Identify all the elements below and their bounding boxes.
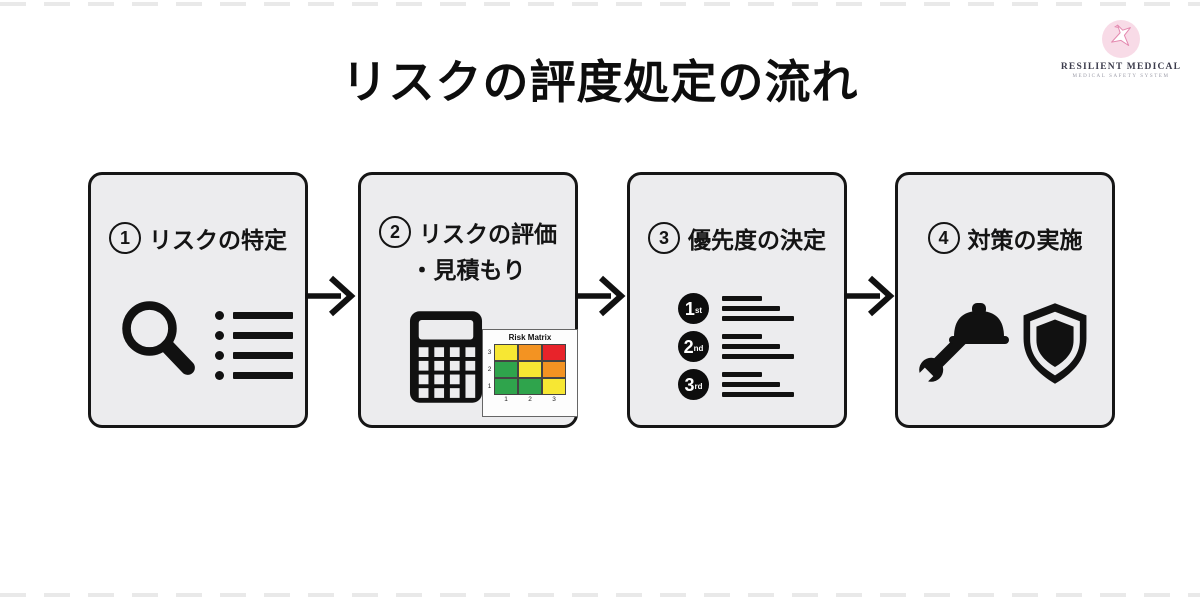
- checklist-row: [215, 351, 293, 360]
- step-2-heading: 2 リスクの評価: [361, 215, 575, 249]
- risk-matrix-ylabel: 3: [487, 349, 492, 356]
- step-3-label: 優先度の決定: [688, 227, 826, 253]
- risk-matrix-cell: [494, 378, 518, 395]
- rank-lines: [722, 296, 794, 321]
- step-4-heading: 4 対策の実施: [898, 221, 1112, 255]
- step-3-heading: 3 優先度の決定: [630, 221, 844, 255]
- checklist-row: [215, 311, 293, 320]
- logo-circle: [1102, 20, 1140, 58]
- step-4-label: 対策の実施: [967, 227, 1083, 253]
- magnifier-icon: [117, 297, 203, 388]
- brand-tagline: MEDICAL SAFETY SYSTEM: [1072, 74, 1170, 79]
- step-box-1: 1 リスクの特定: [88, 172, 308, 428]
- checklist-row: [215, 331, 293, 340]
- risk-matrix-xlabel: 3: [552, 396, 556, 403]
- arrow-icon: [844, 271, 900, 326]
- rank-lines: [722, 372, 794, 397]
- checklist-icon: [215, 311, 293, 380]
- step-2-label: リスクの評価: [419, 221, 557, 247]
- crane-logo-icon: [1104, 20, 1138, 59]
- risk-matrix-ylabel: 2: [487, 366, 492, 373]
- brand-name: RESILIENT MEDICAL: [1060, 62, 1182, 72]
- step-box-4: 4 対策の実施: [895, 172, 1115, 428]
- risk-matrix-cell: [494, 344, 518, 361]
- risk-matrix-cell: [542, 361, 566, 378]
- step-2-number: 2: [379, 216, 411, 248]
- risk-matrix-cell: [518, 361, 542, 378]
- step-4-number: 4: [927, 222, 960, 254]
- step-3-number: 3: [648, 222, 680, 254]
- risk-matrix-xlabels: 1 2 3: [485, 395, 575, 403]
- risk-matrix-cell: [542, 344, 566, 361]
- risk-matrix-cell: [518, 378, 542, 395]
- risk-matrix-grid: 3 2 1: [485, 344, 575, 395]
- arrow-icon: [305, 271, 361, 326]
- risk-matrix-cell: [518, 344, 542, 361]
- brand-logo: RESILIENT MEDICAL MEDICAL SAFETY SYSTEM: [1056, 20, 1186, 79]
- hardhat-icon: [949, 303, 1009, 344]
- risk-matrix-xlabel: 1: [504, 396, 508, 403]
- step-2-label-line2: ・見積もり: [410, 257, 526, 283]
- rank-lines: [722, 334, 794, 359]
- step-1-number: 1: [109, 222, 141, 254]
- wrench-hardhat-icon: [906, 295, 1014, 400]
- film-strip-top: [0, 2, 1200, 6]
- risk-matrix: Risk Matrix 3 2 1 1 2 3: [482, 329, 578, 417]
- arrow-icon: [575, 271, 631, 326]
- shield-icon: [1018, 301, 1092, 392]
- checklist-row: [215, 371, 293, 380]
- page-title: リスクの評度処定の流れ: [341, 56, 859, 108]
- risk-matrix-cell: [494, 361, 518, 378]
- step-box-2: 2 リスクの評価 ・見積もり Risk Matrix 3: [358, 172, 578, 428]
- film-strip-bottom: [0, 593, 1200, 597]
- risk-matrix-ylabel: 1: [487, 383, 492, 390]
- calculator-icon: [409, 309, 483, 410]
- risk-matrix-cell: [542, 378, 566, 395]
- risk-matrix-xlabel: 2: [528, 396, 532, 403]
- step-1-heading: 1 リスクの特定: [91, 221, 305, 255]
- step-1-label: リスクの特定: [149, 227, 287, 253]
- risk-matrix-title: Risk Matrix: [508, 333, 552, 342]
